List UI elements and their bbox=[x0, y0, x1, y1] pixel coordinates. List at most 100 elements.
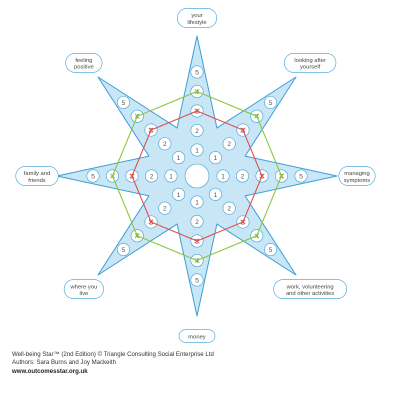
red-score-marker bbox=[148, 127, 154, 133]
tick-number: 4 bbox=[135, 233, 139, 240]
green-score-marker bbox=[134, 233, 140, 239]
tick-number: 3 bbox=[241, 219, 245, 226]
tick-number: 5 bbox=[122, 247, 126, 254]
tick-circle bbox=[190, 143, 204, 157]
scale-tick[interactable]: 5 bbox=[294, 169, 308, 183]
tick-number: 4 bbox=[195, 89, 199, 96]
scale-tick[interactable]: 2 bbox=[158, 201, 172, 215]
scale-tick[interactable]: 2 bbox=[222, 137, 236, 151]
scale-tick[interactable]: 2 bbox=[158, 137, 172, 151]
tick-number: 2 bbox=[227, 206, 231, 213]
tick-number: 1 bbox=[214, 192, 218, 199]
scale-tick[interactable]: 1 bbox=[216, 169, 230, 183]
tick-circle bbox=[172, 151, 186, 165]
scale-tick[interactable]: 1 bbox=[208, 187, 222, 201]
tick-number: 2 bbox=[163, 206, 167, 213]
tick-number: 1 bbox=[195, 147, 199, 154]
label-box bbox=[338, 166, 376, 186]
tick-circle bbox=[190, 273, 204, 287]
tick-circle bbox=[158, 137, 172, 151]
green-score-marker bbox=[109, 173, 116, 179]
green-score-marker bbox=[278, 173, 285, 179]
scale-tick[interactable]: 5 bbox=[264, 95, 278, 109]
scale-tick[interactable]: 2 bbox=[145, 169, 159, 183]
tick-number: 1 bbox=[221, 173, 225, 180]
red-score-marker bbox=[240, 127, 246, 133]
tick-number: 2 bbox=[163, 141, 167, 148]
tick-number: 5 bbox=[269, 247, 273, 254]
website-link[interactable]: www.outcomesstar.org.uk bbox=[12, 367, 88, 375]
tick-number: 1 bbox=[177, 155, 181, 162]
scale-tick[interactable]: 1 bbox=[208, 151, 222, 165]
tick-number: 5 bbox=[195, 69, 199, 76]
tick-number: 3 bbox=[195, 108, 199, 115]
tick-circle bbox=[116, 243, 130, 257]
tick-number: 5 bbox=[195, 277, 199, 284]
tick-circle bbox=[264, 243, 278, 257]
label-box bbox=[15, 166, 59, 186]
copyright-line: Well-being Star™ (2nd Edition) © Triangl… bbox=[12, 351, 214, 358]
tick-number: 5 bbox=[122, 100, 126, 107]
scale-tick[interactable]: 2 bbox=[190, 124, 204, 138]
label-box bbox=[176, 8, 218, 28]
tick-circle bbox=[116, 95, 130, 109]
label-box bbox=[178, 329, 216, 343]
tick-circle bbox=[222, 201, 236, 215]
scale-tick[interactable]: 1 bbox=[190, 195, 204, 209]
tick-number: 5 bbox=[91, 173, 95, 180]
area-label: money bbox=[178, 329, 216, 343]
scale-tick[interactable]: 5 bbox=[116, 243, 130, 257]
scale-tick[interactable]: 1 bbox=[164, 169, 178, 183]
scale-tick[interactable]: 5 bbox=[116, 95, 130, 109]
red-score-marker bbox=[194, 108, 200, 114]
tick-circle bbox=[190, 195, 204, 209]
tick-circle bbox=[236, 169, 250, 183]
scale-tick[interactable]: 1 bbox=[172, 151, 186, 165]
tick-number: 2 bbox=[195, 128, 199, 135]
scale-tick[interactable]: 5 bbox=[264, 243, 278, 257]
label-box bbox=[65, 52, 103, 73]
footer: Well-being Star™ (2nd Edition) © Triangl… bbox=[12, 351, 214, 376]
tick-circle bbox=[145, 169, 159, 183]
red-score-marker bbox=[194, 238, 200, 244]
tick-circle bbox=[158, 201, 172, 215]
tick-number: 4 bbox=[255, 233, 259, 240]
green-score-marker bbox=[194, 257, 200, 264]
tick-number: 5 bbox=[299, 173, 303, 180]
tick-circle bbox=[222, 137, 236, 151]
tick-circle bbox=[208, 187, 222, 201]
green-score-marker bbox=[254, 233, 260, 239]
red-score-marker bbox=[129, 173, 135, 179]
scale-tick[interactable]: 5 bbox=[190, 273, 204, 287]
label-box bbox=[63, 279, 104, 300]
scale-tick[interactable]: 5 bbox=[86, 169, 100, 183]
scale-tick[interactable]: 1 bbox=[172, 187, 186, 201]
scale-tick[interactable]: 2 bbox=[190, 215, 204, 229]
tick-number: 1 bbox=[195, 199, 199, 206]
tick-number: 3 bbox=[149, 219, 153, 226]
scale-tick[interactable]: 2 bbox=[236, 169, 250, 183]
tick-number: 2 bbox=[150, 173, 154, 180]
scale-tick[interactable]: 1 bbox=[190, 143, 204, 157]
tick-circle bbox=[172, 187, 186, 201]
score-markers bbox=[109, 88, 285, 264]
scale-tick[interactable]: 2 bbox=[222, 201, 236, 215]
tick-circle bbox=[190, 65, 204, 79]
scale-tick[interactable]: 5 bbox=[190, 65, 204, 79]
red-score-marker bbox=[148, 219, 154, 225]
tick-circle bbox=[264, 95, 278, 109]
green-score-marker bbox=[134, 113, 140, 119]
tick-circle bbox=[216, 169, 230, 183]
